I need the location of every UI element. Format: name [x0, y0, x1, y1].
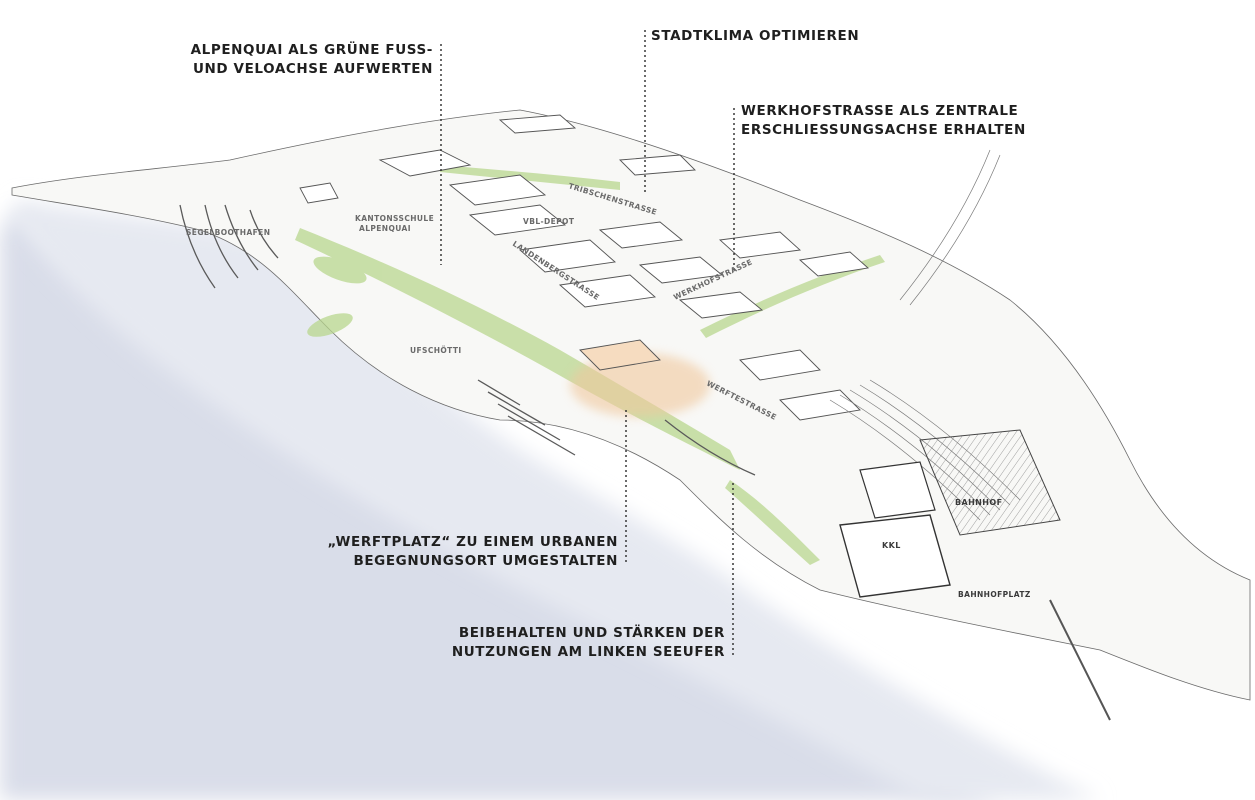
callout-seeufer-line2: NUTZUNGEN AM LINKEN SEEUFER [451, 644, 725, 660]
label-ufschoetti: UFSCHÖTTI [410, 346, 462, 355]
label-bahnhof: BAHNHOF [955, 498, 1002, 507]
callout-leader-lines [440, 30, 735, 655]
callout-werftplatz-line1: „WERFTPLATZ“ ZU EINEM URBANEN [327, 534, 618, 550]
callout-werkhofstrasse-line1: WERKHOFSTRASSE ALS ZENTRALE [741, 103, 1019, 119]
callout-werkhofstrasse-line2: ERSCHLIESSUNGSACHSE ERHALTEN [741, 122, 1026, 138]
label-kkl: KKL [882, 541, 901, 550]
label-bahnhofplatz: BAHNHOFPLATZ [958, 590, 1031, 599]
bahnhof-hall [919, 429, 1061, 536]
callout-stadtklima: STADTKLIMA OPTIMIEREN [651, 27, 859, 46]
callout-stadtklima-line1: STADTKLIMA OPTIMIEREN [651, 28, 860, 44]
building-blocks [299, 114, 870, 421]
callout-alpenquai-line2: UND VELOACHSE AUFWERTEN [192, 61, 433, 77]
label-segelboothafen: SEGELBOOTHAFEN [186, 228, 270, 237]
label-kantonsschule: KANTONSSCHULE [355, 214, 434, 223]
callout-alpenquai-line1: ALPENQUAI ALS GRÜNE FUSS- [190, 42, 433, 58]
boat-harbour-piers [179, 204, 756, 476]
callout-werftplatz-line2: BEGEGNUNGSORT UMGESTALTEN [353, 553, 618, 569]
label-vbl-depot: VBL-DEPOT [523, 217, 575, 226]
callout-werftplatz: „WERFTPLATZ“ ZU EINEM URBANEN BEGEGNUNGS… [280, 533, 618, 571]
callout-werkhofstrasse: WERKHOFSTRASSE ALS ZENTRALE ERSCHLIESSUN… [741, 102, 1026, 140]
kkl-building [839, 461, 951, 598]
label-alpenquai: ALPENQUAI [359, 224, 411, 233]
callout-seeufer-line1: BEIBEHALTEN UND STÄRKEN DER [458, 625, 725, 641]
callout-seeufer: BEIBEHALTEN UND STÄRKEN DER NUTZUNGEN AM… [410, 624, 725, 662]
lake-bridge [1049, 599, 1111, 721]
callout-alpenquai: ALPENQUAI ALS GRÜNE FUSS- UND VELOACHSE … [140, 41, 433, 79]
lake-water [0, 200, 1100, 800]
